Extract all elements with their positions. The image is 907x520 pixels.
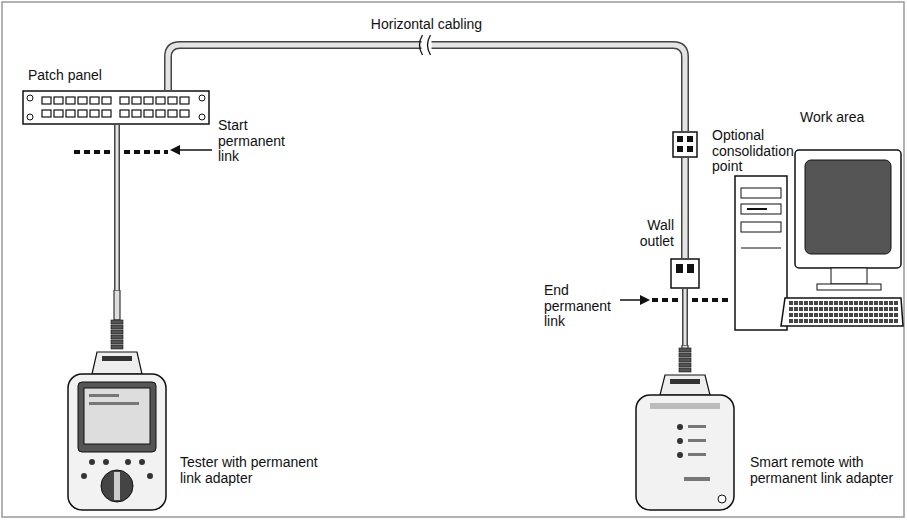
wall-outlet: Wall outlet xyxy=(670,258,700,289)
boundary-label: End permanent link xyxy=(544,283,616,330)
node-label: Smart remote with permanent link adapter xyxy=(750,455,905,486)
patch-panel: Patch panel xyxy=(22,90,210,125)
consolidation-point-drawing xyxy=(672,131,698,158)
boundary-label: Start permanent link xyxy=(218,118,292,165)
end-arrow xyxy=(620,299,642,301)
end-boundary xyxy=(652,298,730,302)
patch-panel-drawing xyxy=(22,90,210,125)
cable xyxy=(685,158,686,258)
smart-remote-drawing xyxy=(630,345,740,512)
cable xyxy=(685,289,686,345)
node-label: Work area xyxy=(800,110,900,126)
node-label: Wall outlet xyxy=(622,218,674,249)
end-arrowhead xyxy=(640,295,650,305)
node-label: Patch panel xyxy=(28,68,138,84)
tester: Tester with permanent link adapter xyxy=(62,290,172,512)
cable-break xyxy=(420,35,432,55)
start-boundary xyxy=(74,150,168,154)
start-arrowhead xyxy=(170,145,180,155)
edge-label: Horizontal cabling xyxy=(369,17,484,33)
start-arrow xyxy=(176,149,212,151)
work-area-computer: Work area xyxy=(733,148,905,333)
smart-remote: Smart remote with permanent link adapter xyxy=(630,345,740,512)
work-area-computer-drawing xyxy=(733,148,905,333)
wall-outlet-drawing xyxy=(670,258,700,289)
tester-drawing xyxy=(62,290,172,512)
consolidation-point: Optional consolidation point xyxy=(672,131,698,158)
node-label: Tester with permanent link adapter xyxy=(180,455,338,486)
cable xyxy=(117,125,118,290)
